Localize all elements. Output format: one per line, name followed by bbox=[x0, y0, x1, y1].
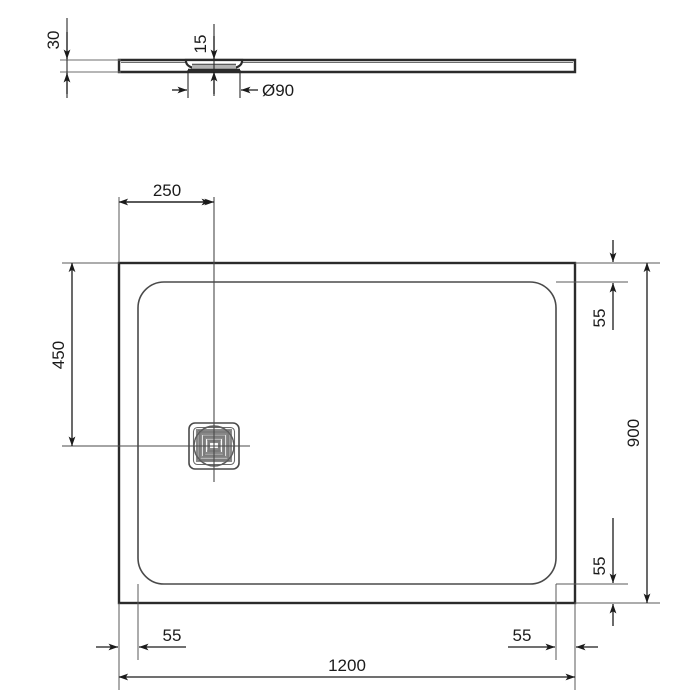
dimension-drain-depth-15: 15 bbox=[191, 24, 218, 96]
dimension-250: 250 bbox=[118, 181, 215, 206]
dim-55-tr-label: 55 bbox=[590, 309, 609, 328]
dim-55-br2-label: 55 bbox=[513, 626, 532, 645]
dim-d90-label: Ø90 bbox=[262, 81, 294, 100]
dimension-rim-bottom-right2-55: 55 bbox=[508, 626, 598, 651]
section-left-edge-lines bbox=[60, 59, 121, 73]
dimension-rim-top-right-55: 55 bbox=[590, 240, 617, 330]
dimension-thickness-30: 30 bbox=[44, 18, 71, 98]
dimension-drain-diameter-90: Ø90 bbox=[172, 70, 294, 100]
dim-55-br-label: 55 bbox=[590, 557, 609, 576]
dim-1200-label: 1200 bbox=[328, 656, 366, 675]
dim-30-label: 30 bbox=[44, 31, 63, 50]
plan-centerlines bbox=[62, 197, 250, 482]
dim-450-label: 450 bbox=[49, 341, 68, 369]
dim-250-label: 250 bbox=[153, 181, 181, 200]
side-section-view: 30 15 Ø90 bbox=[44, 18, 577, 100]
dim-15-label: 15 bbox=[191, 35, 210, 54]
dim-55-bl-label: 55 bbox=[163, 626, 182, 645]
dim-900-label: 900 bbox=[624, 419, 643, 447]
dimension-1200: 1200 bbox=[118, 656, 576, 681]
dimension-rim-bottom-right-55: 55 bbox=[590, 518, 617, 626]
dimension-450: 450 bbox=[49, 262, 76, 447]
dimension-900: 900 bbox=[624, 262, 651, 604]
top-plan-view: 250 450 55 55 900 bbox=[49, 181, 660, 690]
dimension-rim-bottom-left-55: 55 bbox=[96, 626, 186, 651]
plan-inner-basin bbox=[137, 281, 557, 585]
